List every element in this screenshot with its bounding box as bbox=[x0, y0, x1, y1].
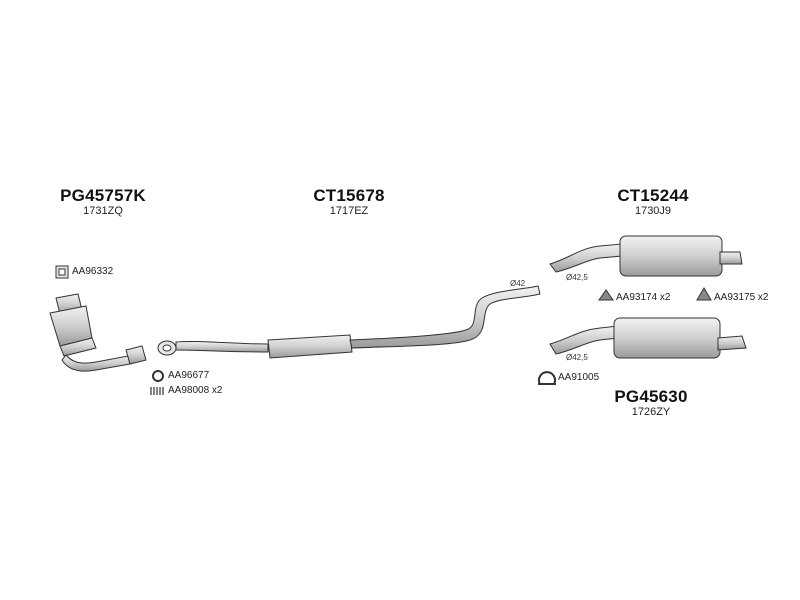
catalyst-ref: 1731ZQ bbox=[83, 205, 123, 217]
clamp-icon bbox=[538, 371, 556, 385]
rear-silencer-a-ref: 1730J9 bbox=[634, 205, 672, 217]
mount-right-label: AA93175 x2 bbox=[714, 292, 769, 303]
catalyst-code: PG45757K bbox=[60, 186, 146, 205]
flange-gasket[interactable] bbox=[157, 340, 177, 356]
rear-silencer-a[interactable] bbox=[549, 235, 743, 277]
rear-silencer-b-ref: 1726ZY bbox=[631, 406, 671, 418]
rear-silencer-b-code: PG45630 bbox=[614, 387, 688, 406]
ring-label: AA96677 bbox=[168, 370, 210, 381]
mount-right-icon bbox=[696, 287, 712, 301]
silencer-b-inlet-diameter: Ø42,5 bbox=[566, 353, 588, 362]
rear-silencer-a-code: CT15244 bbox=[617, 186, 689, 205]
mount-left-label: AA93174 x2 bbox=[616, 292, 671, 303]
pipe-end-diameter: Ø42 bbox=[510, 279, 526, 288]
middle-pipe-ref: 1717EZ bbox=[329, 205, 369, 217]
springs-icon bbox=[150, 387, 164, 395]
silencer-a-inlet-diameter: Ø42,5 bbox=[566, 273, 588, 282]
springs-label: AA98008 x2 bbox=[168, 385, 223, 396]
rear-silencer-b[interactable] bbox=[549, 317, 747, 359]
middle-pipe-code: CT15678 bbox=[313, 186, 385, 205]
catalyst-part[interactable] bbox=[49, 293, 147, 372]
gasket-top-label: AA96332 bbox=[72, 266, 114, 277]
clamp-label: AA91005 bbox=[558, 372, 600, 383]
mount-left-icon bbox=[598, 289, 614, 301]
middle-pipe-part[interactable] bbox=[175, 285, 541, 359]
ring-icon bbox=[152, 370, 164, 382]
gasket-icon bbox=[55, 265, 69, 279]
